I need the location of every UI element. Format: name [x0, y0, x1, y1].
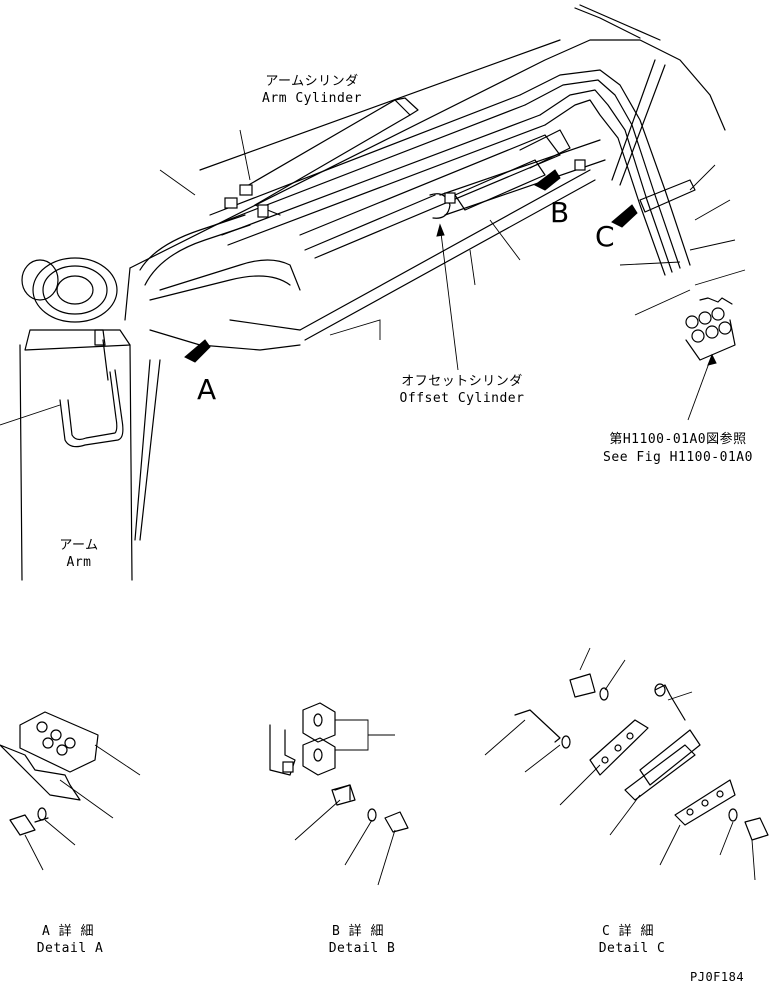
see-fig-label-en: See Fig H1100-01A0	[603, 450, 753, 465]
arm-label-en: Arm	[66, 555, 92, 570]
view-c-marker: C	[595, 220, 616, 253]
connector-block	[685, 297, 736, 361]
offset-cylinder-label-jp: オフセットシリンダ	[401, 374, 523, 389]
arm-label-jp: アーム	[59, 538, 99, 553]
detail-a-drawing	[0, 711, 141, 871]
view-a-marker: A	[197, 373, 217, 406]
drawing-code: PJ0F184	[690, 970, 745, 984]
arm-cylinder-label-jp: アームシリンダ	[265, 74, 359, 89]
detail-b-caption-jp: B 詳 細	[332, 924, 384, 939]
arm-cylinder-label-en: Arm Cylinder	[262, 91, 362, 106]
detail-c-caption-en: Detail C	[598, 941, 666, 956]
detail-c-caption-jp: C 詳 細	[602, 924, 654, 939]
detail-b-caption-en: Detail B	[328, 941, 396, 956]
arm-assembly	[0, 4, 746, 581]
detail-a-caption-en: Detail A	[36, 941, 104, 956]
detail-c-drawing	[484, 647, 769, 881]
offset-cylinder-label-en: Offset Cylinder	[399, 391, 525, 406]
see-fig-label-jp: 第H1100-01A0図参照	[609, 432, 747, 447]
detail-b-drawing	[269, 702, 409, 886]
view-b-marker: B	[550, 196, 570, 229]
detail-a-caption-jp: A 詳 細	[42, 924, 94, 939]
